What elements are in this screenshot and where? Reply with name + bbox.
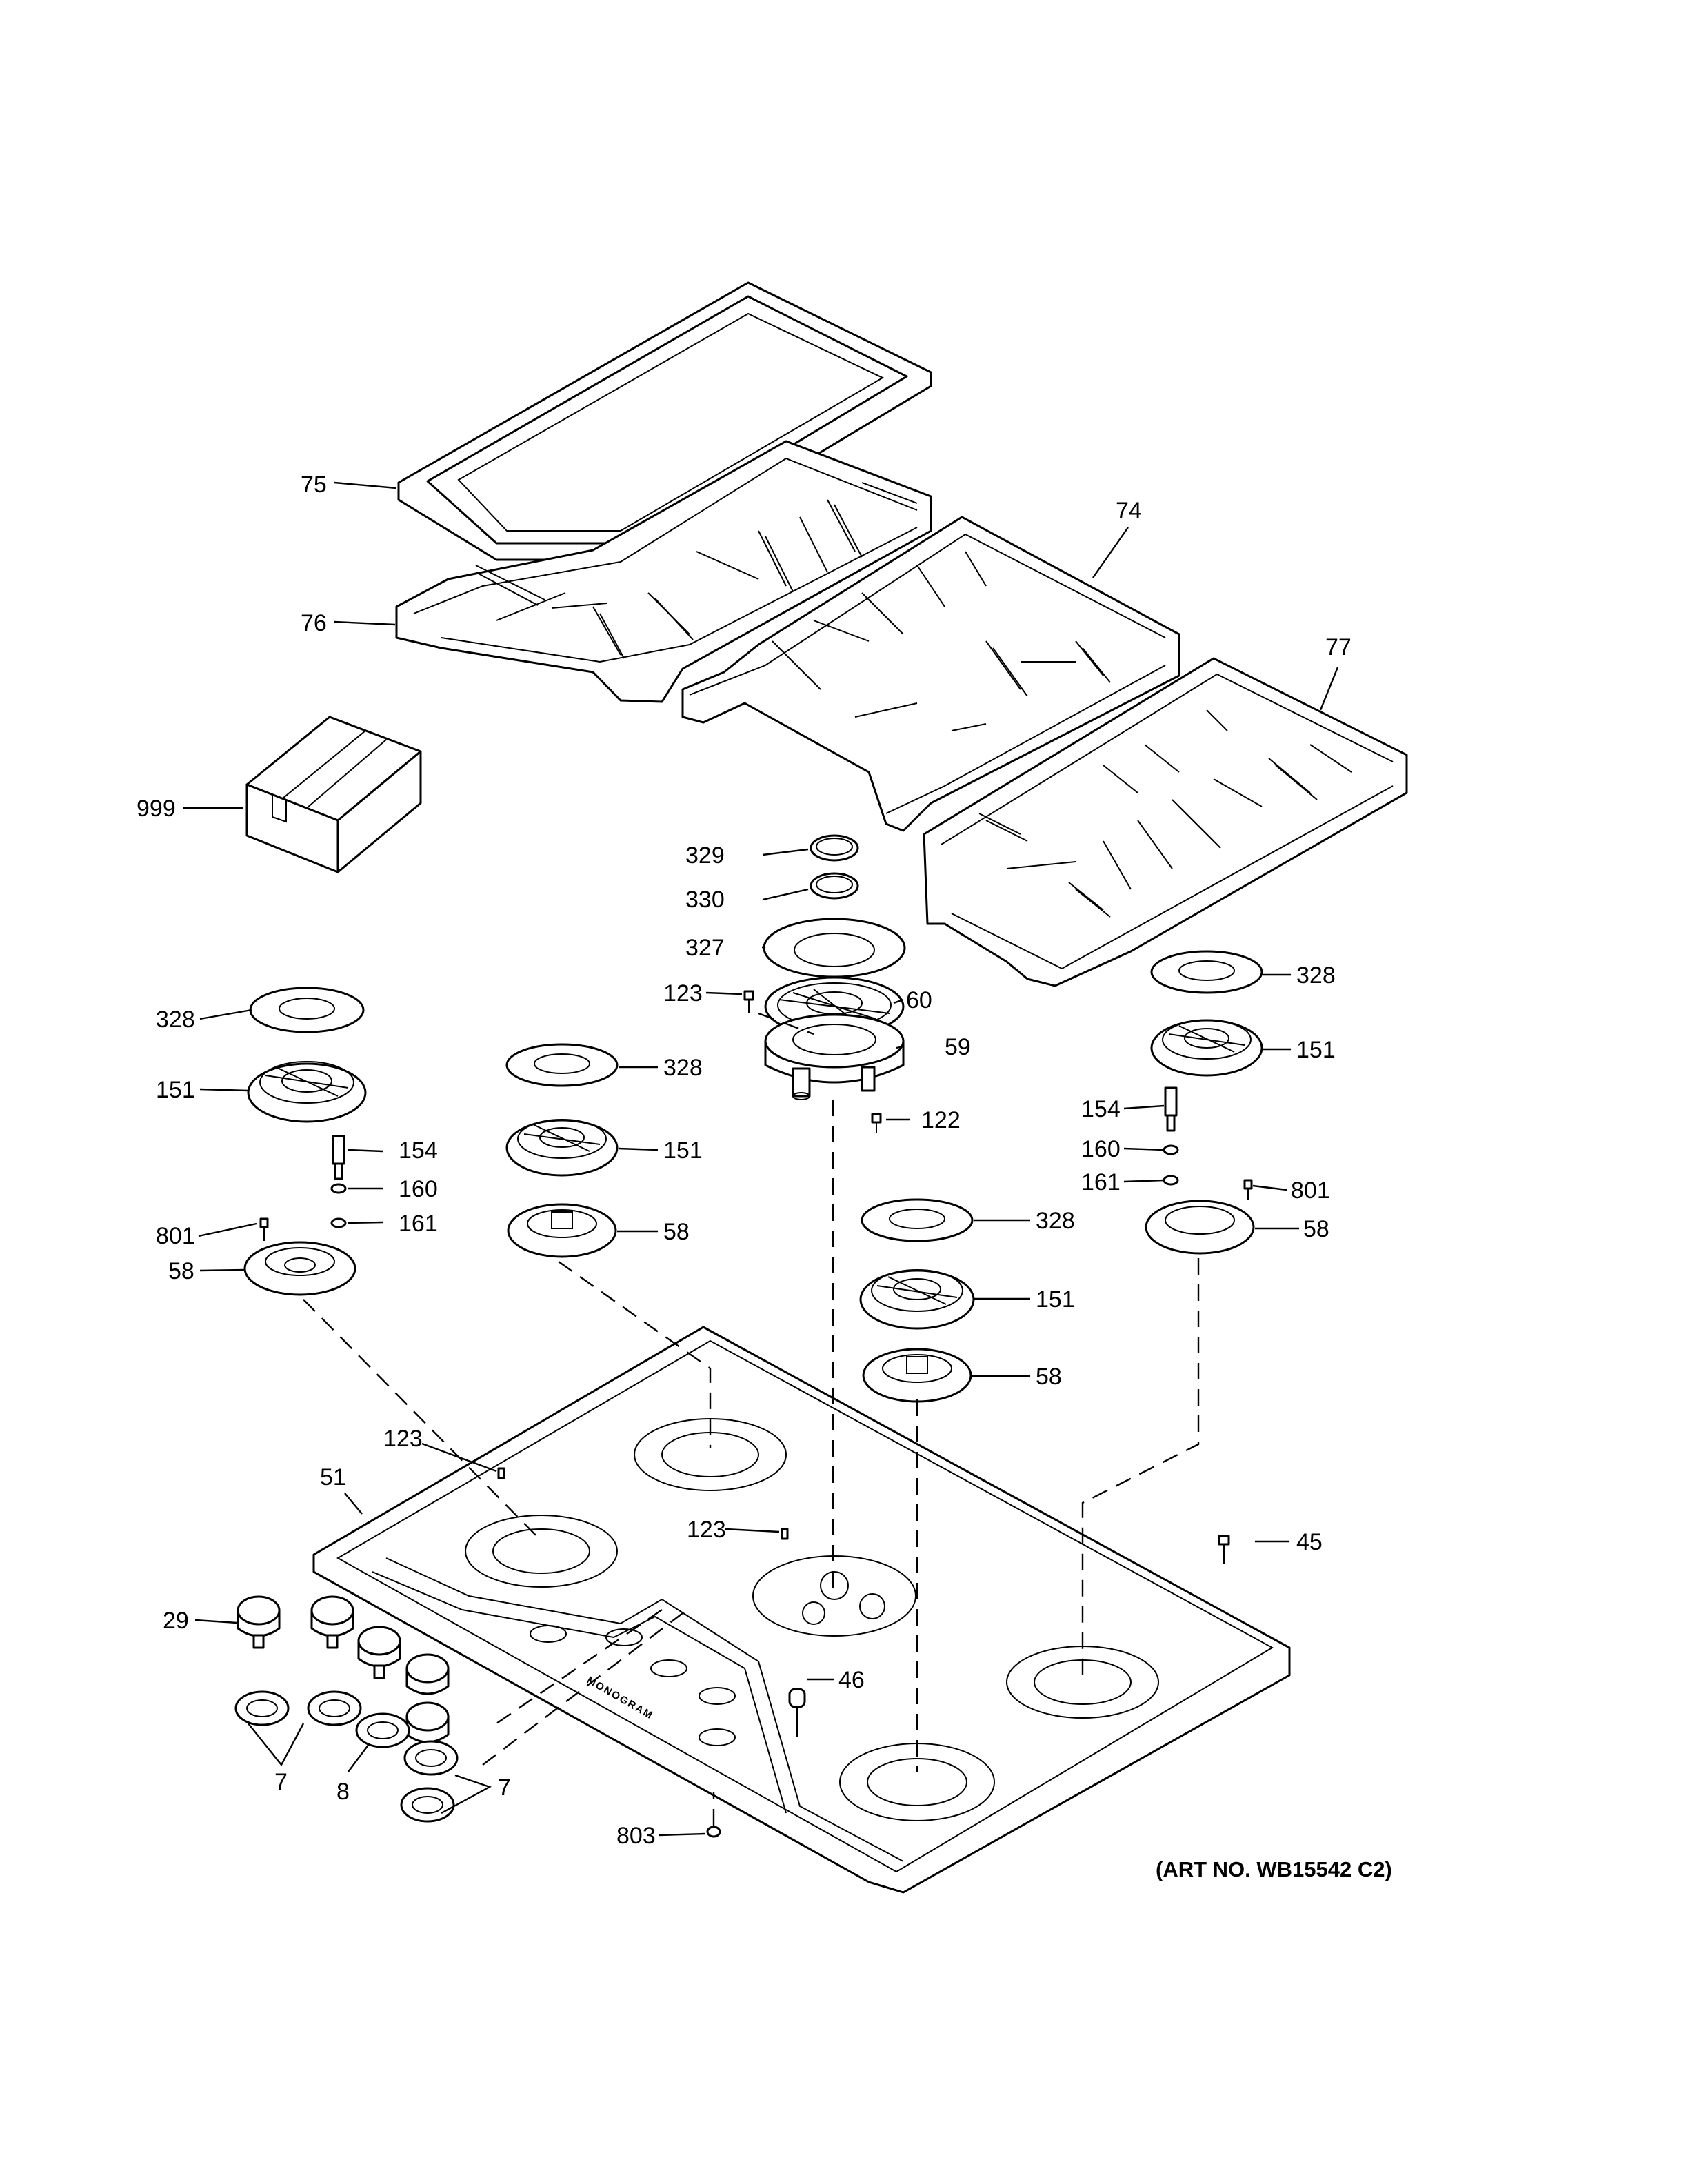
lbl-77: 77: [1325, 634, 1352, 660]
lbl-75: 75: [301, 472, 327, 498]
knob-part-29-c: [357, 1626, 401, 1679]
lbl-327: 327: [685, 935, 725, 961]
lbl-329: 329: [685, 842, 725, 869]
lbl-123-c: 123: [687, 1517, 726, 1543]
lbl-76: 76: [301, 610, 327, 636]
callout-labels: 75 76 74 77 999 329 330 327 123 60 59 12…: [137, 472, 1392, 1881]
bezel-part-7-b: [307, 1690, 362, 1726]
bezel-part-7-c: [403, 1740, 459, 1776]
screw-part-122: [871, 1113, 882, 1133]
lbl-74: 74: [1116, 498, 1142, 524]
lbl-328-c: 328: [1296, 962, 1336, 989]
lbl-58-c: 58: [1303, 1216, 1329, 1242]
lbl-160-a: 160: [399, 1176, 438, 1202]
art-number: (ART NO. WB15542 C2): [1156, 1857, 1392, 1881]
lbl-58-b: 58: [663, 1219, 690, 1245]
literature-box-part-999: [245, 716, 422, 873]
bezel-part-7-d: [400, 1787, 455, 1823]
lbl-60: 60: [906, 987, 932, 1013]
bezel-part-7-a: [234, 1690, 290, 1726]
knob-part-29-b: [310, 1595, 354, 1649]
lbl-160-b: 160: [1081, 1136, 1121, 1162]
lbl-801-b: 801: [1291, 1177, 1330, 1204]
lbl-330: 330: [685, 887, 725, 913]
lbl-328-a: 328: [156, 1007, 195, 1033]
lbl-161-b: 161: [1081, 1169, 1121, 1195]
lbl-151-a: 151: [156, 1077, 195, 1103]
lbl-161-a: 161: [399, 1211, 438, 1237]
lbl-803: 803: [616, 1823, 656, 1849]
lbl-45: 45: [1296, 1529, 1323, 1555]
lbl-328-d: 328: [1036, 1208, 1075, 1234]
lbl-801-a: 801: [156, 1223, 195, 1249]
control-knobs: [234, 1595, 459, 1823]
lbl-7-a: 7: [274, 1769, 288, 1795]
right-burner-stack: [1145, 950, 1263, 1255]
lbl-151-c: 151: [1296, 1037, 1336, 1063]
lbl-328-b: 328: [663, 1055, 703, 1081]
lbl-7-b: 7: [498, 1775, 511, 1801]
lbl-123-a: 123: [663, 980, 703, 1007]
alignment-lines: [303, 1012, 1200, 1826]
lbl-8: 8: [336, 1779, 350, 1805]
lbl-151-d: 151: [1036, 1286, 1075, 1313]
screw-part-803: [706, 1826, 721, 1838]
grate-part-77: [923, 657, 1408, 987]
knob-part-29-e: [405, 1701, 450, 1743]
knob-part-29-a: [237, 1595, 281, 1649]
lbl-29: 29: [163, 1608, 189, 1634]
mid-left-burner-stack: [505, 1043, 619, 1258]
grate-part-74: [681, 516, 1180, 832]
screw-part-123-center: [743, 990, 754, 1013]
cooktop-part-51: MONOGRAM: [312, 1326, 1291, 1894]
lbl-59: 59: [945, 1034, 971, 1060]
lbl-122: 122: [921, 1107, 961, 1133]
lbl-154-b: 154: [1081, 1096, 1121, 1122]
left-burner-stack: [243, 987, 367, 1296]
griddle-part-75: [397, 281, 932, 561]
bezel-part-8: [355, 1712, 410, 1748]
center-burner-stack: [763, 834, 906, 1100]
lbl-58-d: 58: [1036, 1364, 1062, 1390]
mid-right-burner-stack: [859, 1198, 975, 1403]
lbl-123-b: 123: [383, 1426, 423, 1452]
lbl-151-b: 151: [663, 1138, 703, 1164]
lbl-51: 51: [320, 1464, 346, 1490]
grate-part-76: [395, 440, 932, 703]
lbl-999: 999: [137, 796, 176, 822]
lbl-46: 46: [838, 1667, 865, 1693]
knob-part-29-d: [405, 1653, 450, 1695]
leader-lines: [183, 481, 1339, 1837]
lbl-58-a: 58: [168, 1258, 194, 1284]
lbl-154-a: 154: [399, 1138, 438, 1164]
